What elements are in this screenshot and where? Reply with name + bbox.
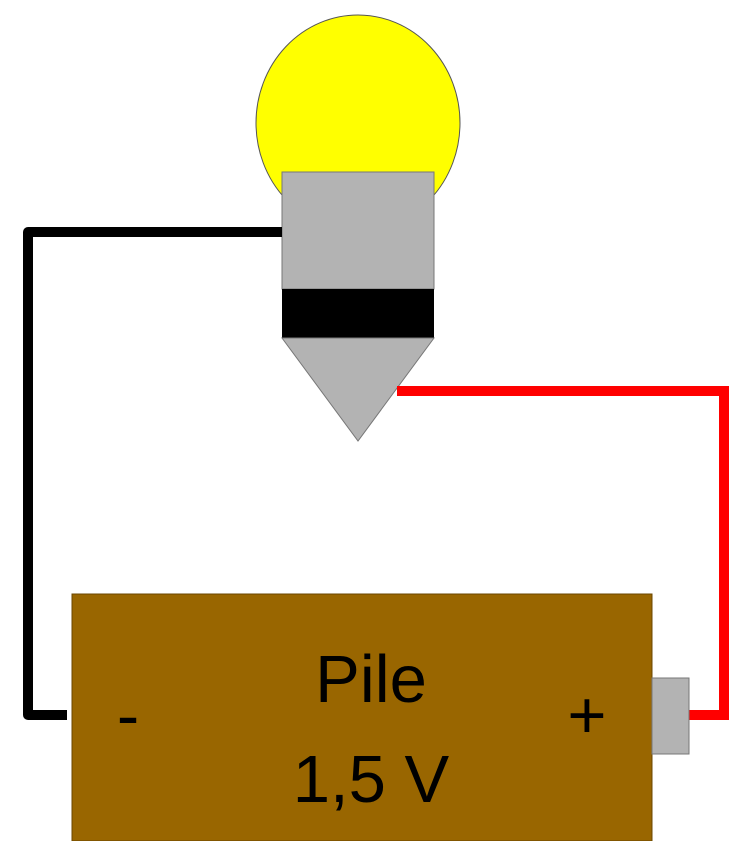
battery-name-label: Pile — [315, 642, 427, 717]
bulb-tip — [281, 337, 435, 442]
battery-voltage-label: 1,5 V — [293, 742, 450, 817]
battery-body — [71, 593, 653, 841]
bulb-band — [282, 289, 434, 338]
bulb-base — [281, 171, 435, 290]
battery-negative-sign: - — [117, 678, 139, 753]
wire-positive — [397, 386, 729, 720]
battery-positive-sign: + — [567, 678, 606, 753]
wire-negative — [23, 227, 282, 720]
battery-terminal — [651, 677, 690, 755]
